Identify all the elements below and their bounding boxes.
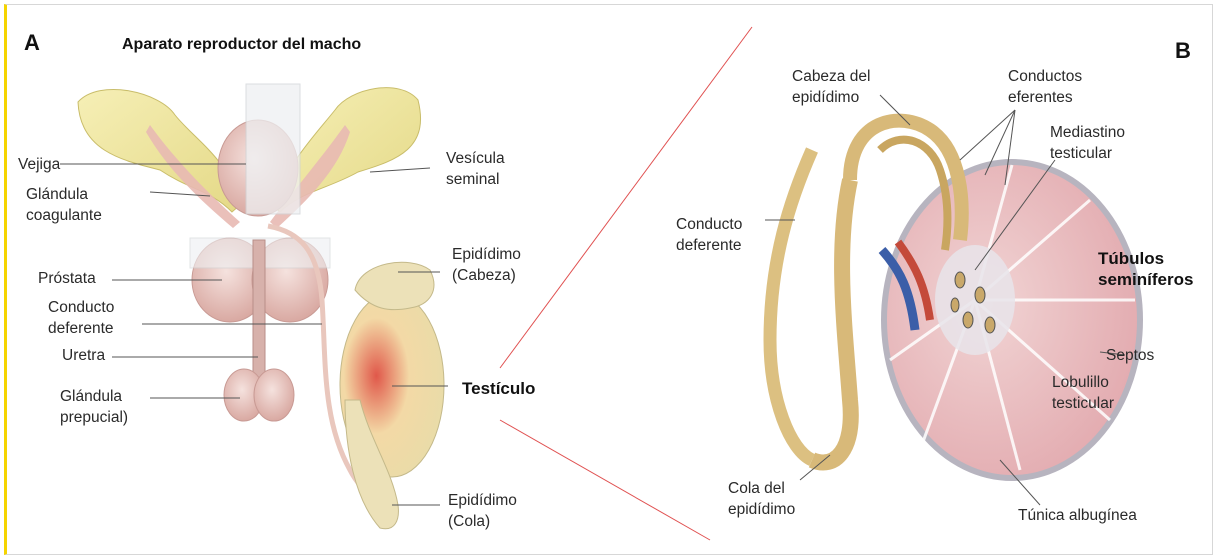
label-epididimo-cola: Epidídimo (Cola)	[448, 490, 517, 532]
label-testiculo: Testículo	[462, 378, 535, 399]
label-conductos-eferentes: Conductos eferentes	[1008, 66, 1082, 108]
zoom-line-bottom	[500, 420, 710, 540]
panel-b-letter: B	[1175, 38, 1191, 64]
label-cola-epididimo: Cola del epidídimo	[728, 478, 795, 520]
label-tubulos-seminiferos: Túbulos seminíferos	[1098, 248, 1193, 290]
label-glandula-prepucial: Glándula prepucial)	[60, 386, 128, 428]
label-conducto-deferente-b: Conducto deferente	[676, 214, 742, 256]
label-vejiga: Vejiga	[18, 154, 60, 175]
zoom-line-top	[500, 27, 752, 368]
label-tunica-albuginea: Túnica albugínea	[1018, 505, 1137, 526]
label-lobulillo-testicular: Lobulillo testicular	[1052, 372, 1114, 414]
mediastinum	[935, 245, 1015, 355]
label-epididimo-cabeza: Epidídimo (Cabeza)	[452, 244, 521, 286]
label-mediastino-testicular: Mediastino testicular	[1050, 122, 1125, 164]
label-septos: Septos	[1106, 345, 1154, 366]
label-prostata: Próstata	[38, 268, 96, 289]
label-cabeza-epididimo: Cabeza del epidídimo	[792, 66, 870, 108]
ductus-deferens-b	[770, 150, 812, 460]
label-glandula-coagulante: Glándula coagulante	[26, 184, 102, 226]
panel-a-letter: A	[24, 30, 40, 56]
label-vesicula-seminal: Vesícula seminal	[446, 148, 505, 190]
urethra	[253, 240, 265, 380]
panel-a-drawing	[78, 84, 444, 529]
epididymis-head	[355, 262, 434, 309]
label-uretra: Uretra	[62, 345, 105, 366]
panel-b-drawing	[770, 121, 1140, 478]
label-conducto-deferente-a: Conducto deferente	[48, 297, 114, 339]
preputial-gland-right	[254, 369, 294, 421]
epididymis-body	[812, 180, 851, 463]
panel-a-title: Aparato reproductor del macho	[122, 36, 361, 54]
translucent-block-top	[246, 84, 300, 214]
